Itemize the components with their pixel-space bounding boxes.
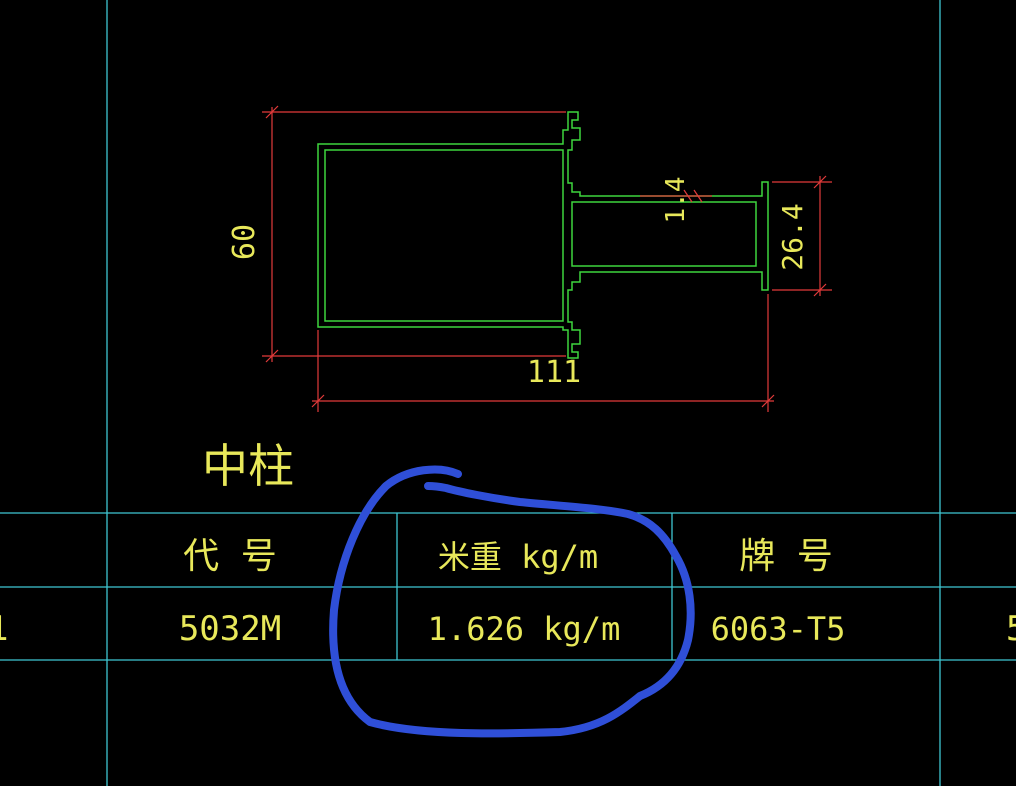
profile-fin-chamber [571,201,757,267]
dim-fin-tick-bottom [813,283,827,297]
cell-grade: 6063-T5 [711,610,846,648]
dim-height-label: 60 [227,224,262,260]
profile-inner-chamber [324,149,564,322]
cell-left-cut: 1 [0,609,8,649]
dim-fin-tick-top [813,175,827,189]
dim-width-label: 111 [527,355,581,390]
dim-thickness-label: 1.4 [661,177,691,224]
dim-height-tick-top [265,105,279,119]
dimension-lines [262,105,832,412]
section-title: 中柱 [202,439,294,493]
header-grade: 牌 号 [739,536,833,577]
dim-fin-label: 26.4 [776,203,809,270]
cell-weight: 1.626 kg/m [428,610,621,648]
dim-thickness-tick-b [693,189,703,203]
cell-code: 5032M [179,609,281,649]
dim-height-tick-bottom [265,349,279,363]
dimension-labels: 60 111 1.4 26.4 [227,177,809,390]
annotation-circle [329,465,695,738]
profile-outer-outline [317,111,769,359]
table-data-row: 1 5032M 1.626 kg/m 6063-T5 5 [0,609,1016,649]
dim-thickness-tick-a [683,189,693,203]
table-header-row: 代 号 米重 kg/m 牌 号 [183,536,833,577]
dim-width-tick-right [761,394,775,408]
cell-right-cut: 5 [1006,609,1016,649]
header-code: 代 号 [183,536,277,577]
dim-width-tick-left [311,394,325,408]
header-weight: 米重 kg/m [438,538,598,576]
profile-section [317,111,769,359]
